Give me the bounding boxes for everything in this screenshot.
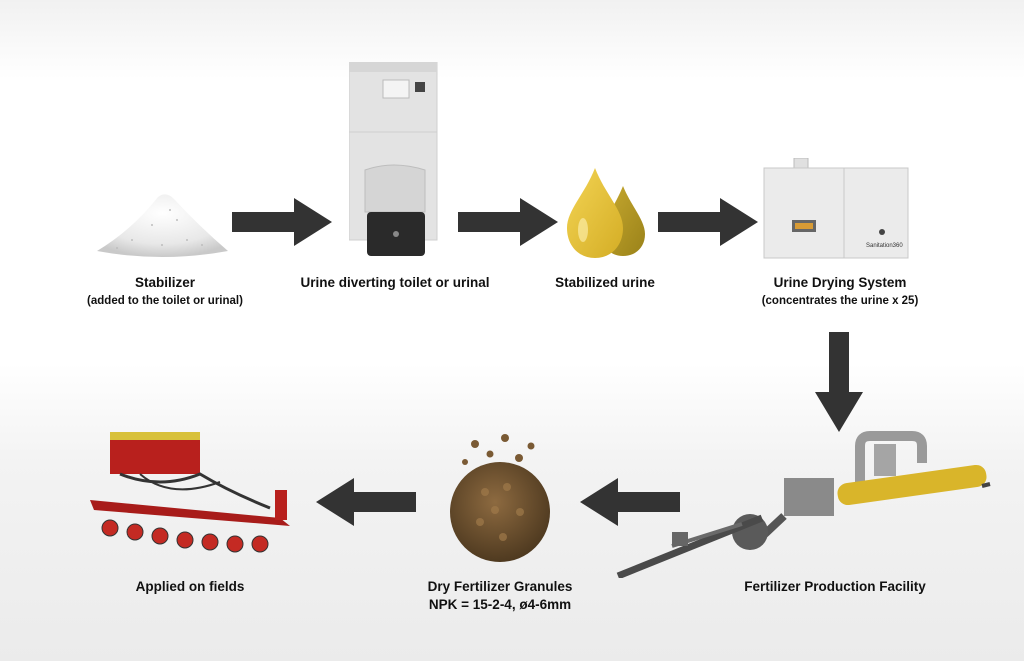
- facility-title: Fertilizer Production Facility: [744, 579, 926, 594]
- stabilizer-title: Stabilizer: [134, 275, 196, 290]
- stabilized-urine-title: Stabilized urine: [555, 275, 655, 290]
- drying-title: Urine Drying System: [773, 275, 907, 290]
- powder-pile-icon: [92, 185, 232, 265]
- toilet-title: Urine diverting toilet or urinal: [300, 275, 490, 290]
- granules-icon: [445, 432, 555, 567]
- arrow-right-icon: [658, 198, 758, 246]
- granules-note: NPK = 15-2-4, ø4-6mm: [428, 597, 572, 612]
- arrow-right-icon: [458, 198, 558, 246]
- stabilizer-note: (added to the toilet or urinal): [87, 295, 243, 307]
- seeder-machine-icon: [80, 430, 305, 560]
- fields-title: Applied on fields: [135, 579, 245, 594]
- arrow-left-icon: [580, 478, 680, 526]
- droplets-icon: [565, 168, 650, 260]
- toilet-unit-icon: [349, 62, 439, 262]
- arrow-right-icon: [232, 198, 332, 246]
- arrow-left-icon: [316, 478, 416, 526]
- factory-icon: [612, 428, 992, 578]
- dryer-brand: Sanitation360: [866, 243, 903, 249]
- granules-title: Dry Fertilizer Granules: [427, 579, 573, 594]
- drying-note: (concentrates the urine x 25): [761, 295, 919, 307]
- arrow-down-icon: [815, 332, 863, 432]
- dryer-unit-icon: [762, 158, 912, 260]
